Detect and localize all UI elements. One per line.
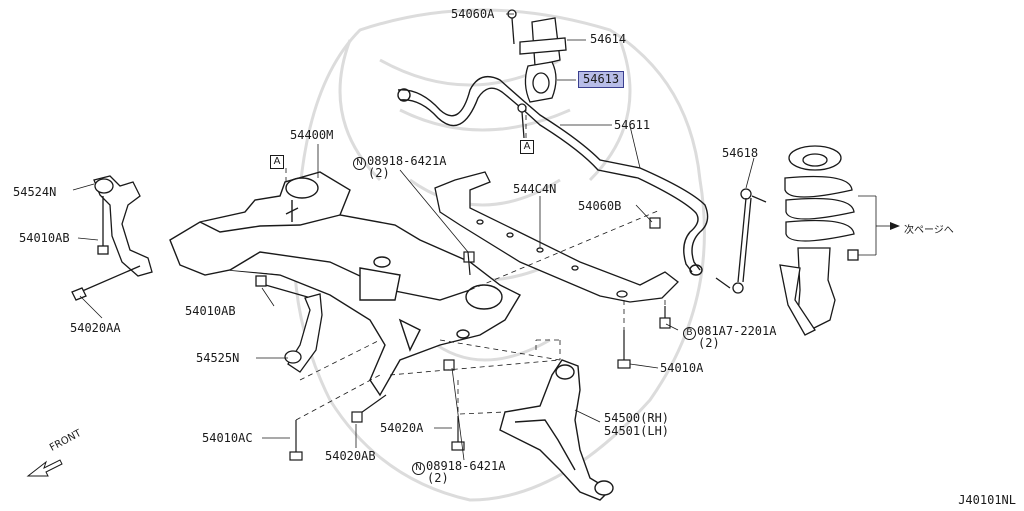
next-page-arrow-icon — [890, 222, 900, 230]
part-label-54010A[interactable]: 54010A — [660, 361, 704, 375]
part-label-54501[interactable]: 54501(LH) — [604, 424, 670, 438]
stabilizer-bushing — [507, 9, 567, 139]
part-label-54060B[interactable]: 54060B — [578, 199, 622, 213]
part-label-54525N[interactable]: 54525N — [196, 351, 240, 365]
part-label-54020AB[interactable]: 54020AB — [325, 449, 376, 463]
part-label-54010AB-mid[interactable]: 54010AB — [185, 304, 236, 318]
transverse-link — [499, 359, 614, 501]
part-label-54020AA[interactable]: 54020AA — [70, 321, 121, 335]
circled-b-icon: B — [683, 327, 696, 340]
part-label-54618[interactable]: 54618 — [722, 146, 759, 160]
left-link — [71, 175, 153, 301]
bolts — [289, 217, 671, 461]
part-label-54614[interactable]: 54614 — [590, 32, 627, 46]
part-label-54400M[interactable]: 54400M — [290, 128, 334, 142]
part-qty-081A7: (2) — [698, 336, 720, 350]
part-qty-08918-top: (2) — [368, 166, 390, 180]
rear-link — [255, 275, 323, 373]
part-label-54010AB-left[interactable]: 54010AB — [19, 231, 70, 245]
part-label-54524N[interactable]: 54524N — [13, 185, 57, 199]
part-label-54613[interactable]: 54613 — [578, 71, 625, 88]
part-qty-08918-bottom: (2) — [427, 471, 449, 485]
part-label-54060A-top[interactable]: 54060A — [451, 7, 495, 21]
front-direction-arrow-icon — [26, 459, 63, 477]
ref-box-a-upper: A — [520, 140, 534, 154]
circled-n-icon: N — [412, 462, 425, 475]
stabilizer-connecting-rod — [715, 188, 767, 294]
next-page-label: 次ページへ — [904, 225, 954, 236]
stabilizer-bar — [397, 76, 709, 276]
leader-lines — [72, 13, 890, 461]
dashed-lines — [285, 106, 666, 421]
strut-assembly — [779, 145, 859, 336]
part-code-08918-bottom: 08918-6421A — [426, 459, 506, 473]
part-label-544C4N[interactable]: 544C4N — [513, 182, 557, 196]
part-code-081A7: 081A7-2201A — [697, 324, 777, 338]
ref-box-a-member: A — [270, 155, 284, 169]
part-label-54611[interactable]: 54611 — [614, 118, 651, 132]
part-label-54020A[interactable]: 54020A — [380, 421, 424, 435]
front-suspension-member — [169, 171, 521, 397]
member-stay — [434, 171, 679, 303]
part-label-54500[interactable]: 54500(RH) — [604, 411, 670, 425]
part-label-54010AC[interactable]: 54010AC — [202, 431, 253, 445]
circled-n-icon: N — [353, 157, 366, 170]
diagram-id: J40101NL — [958, 493, 1016, 507]
part-code-08918-top: 08918-6421A — [367, 154, 447, 168]
